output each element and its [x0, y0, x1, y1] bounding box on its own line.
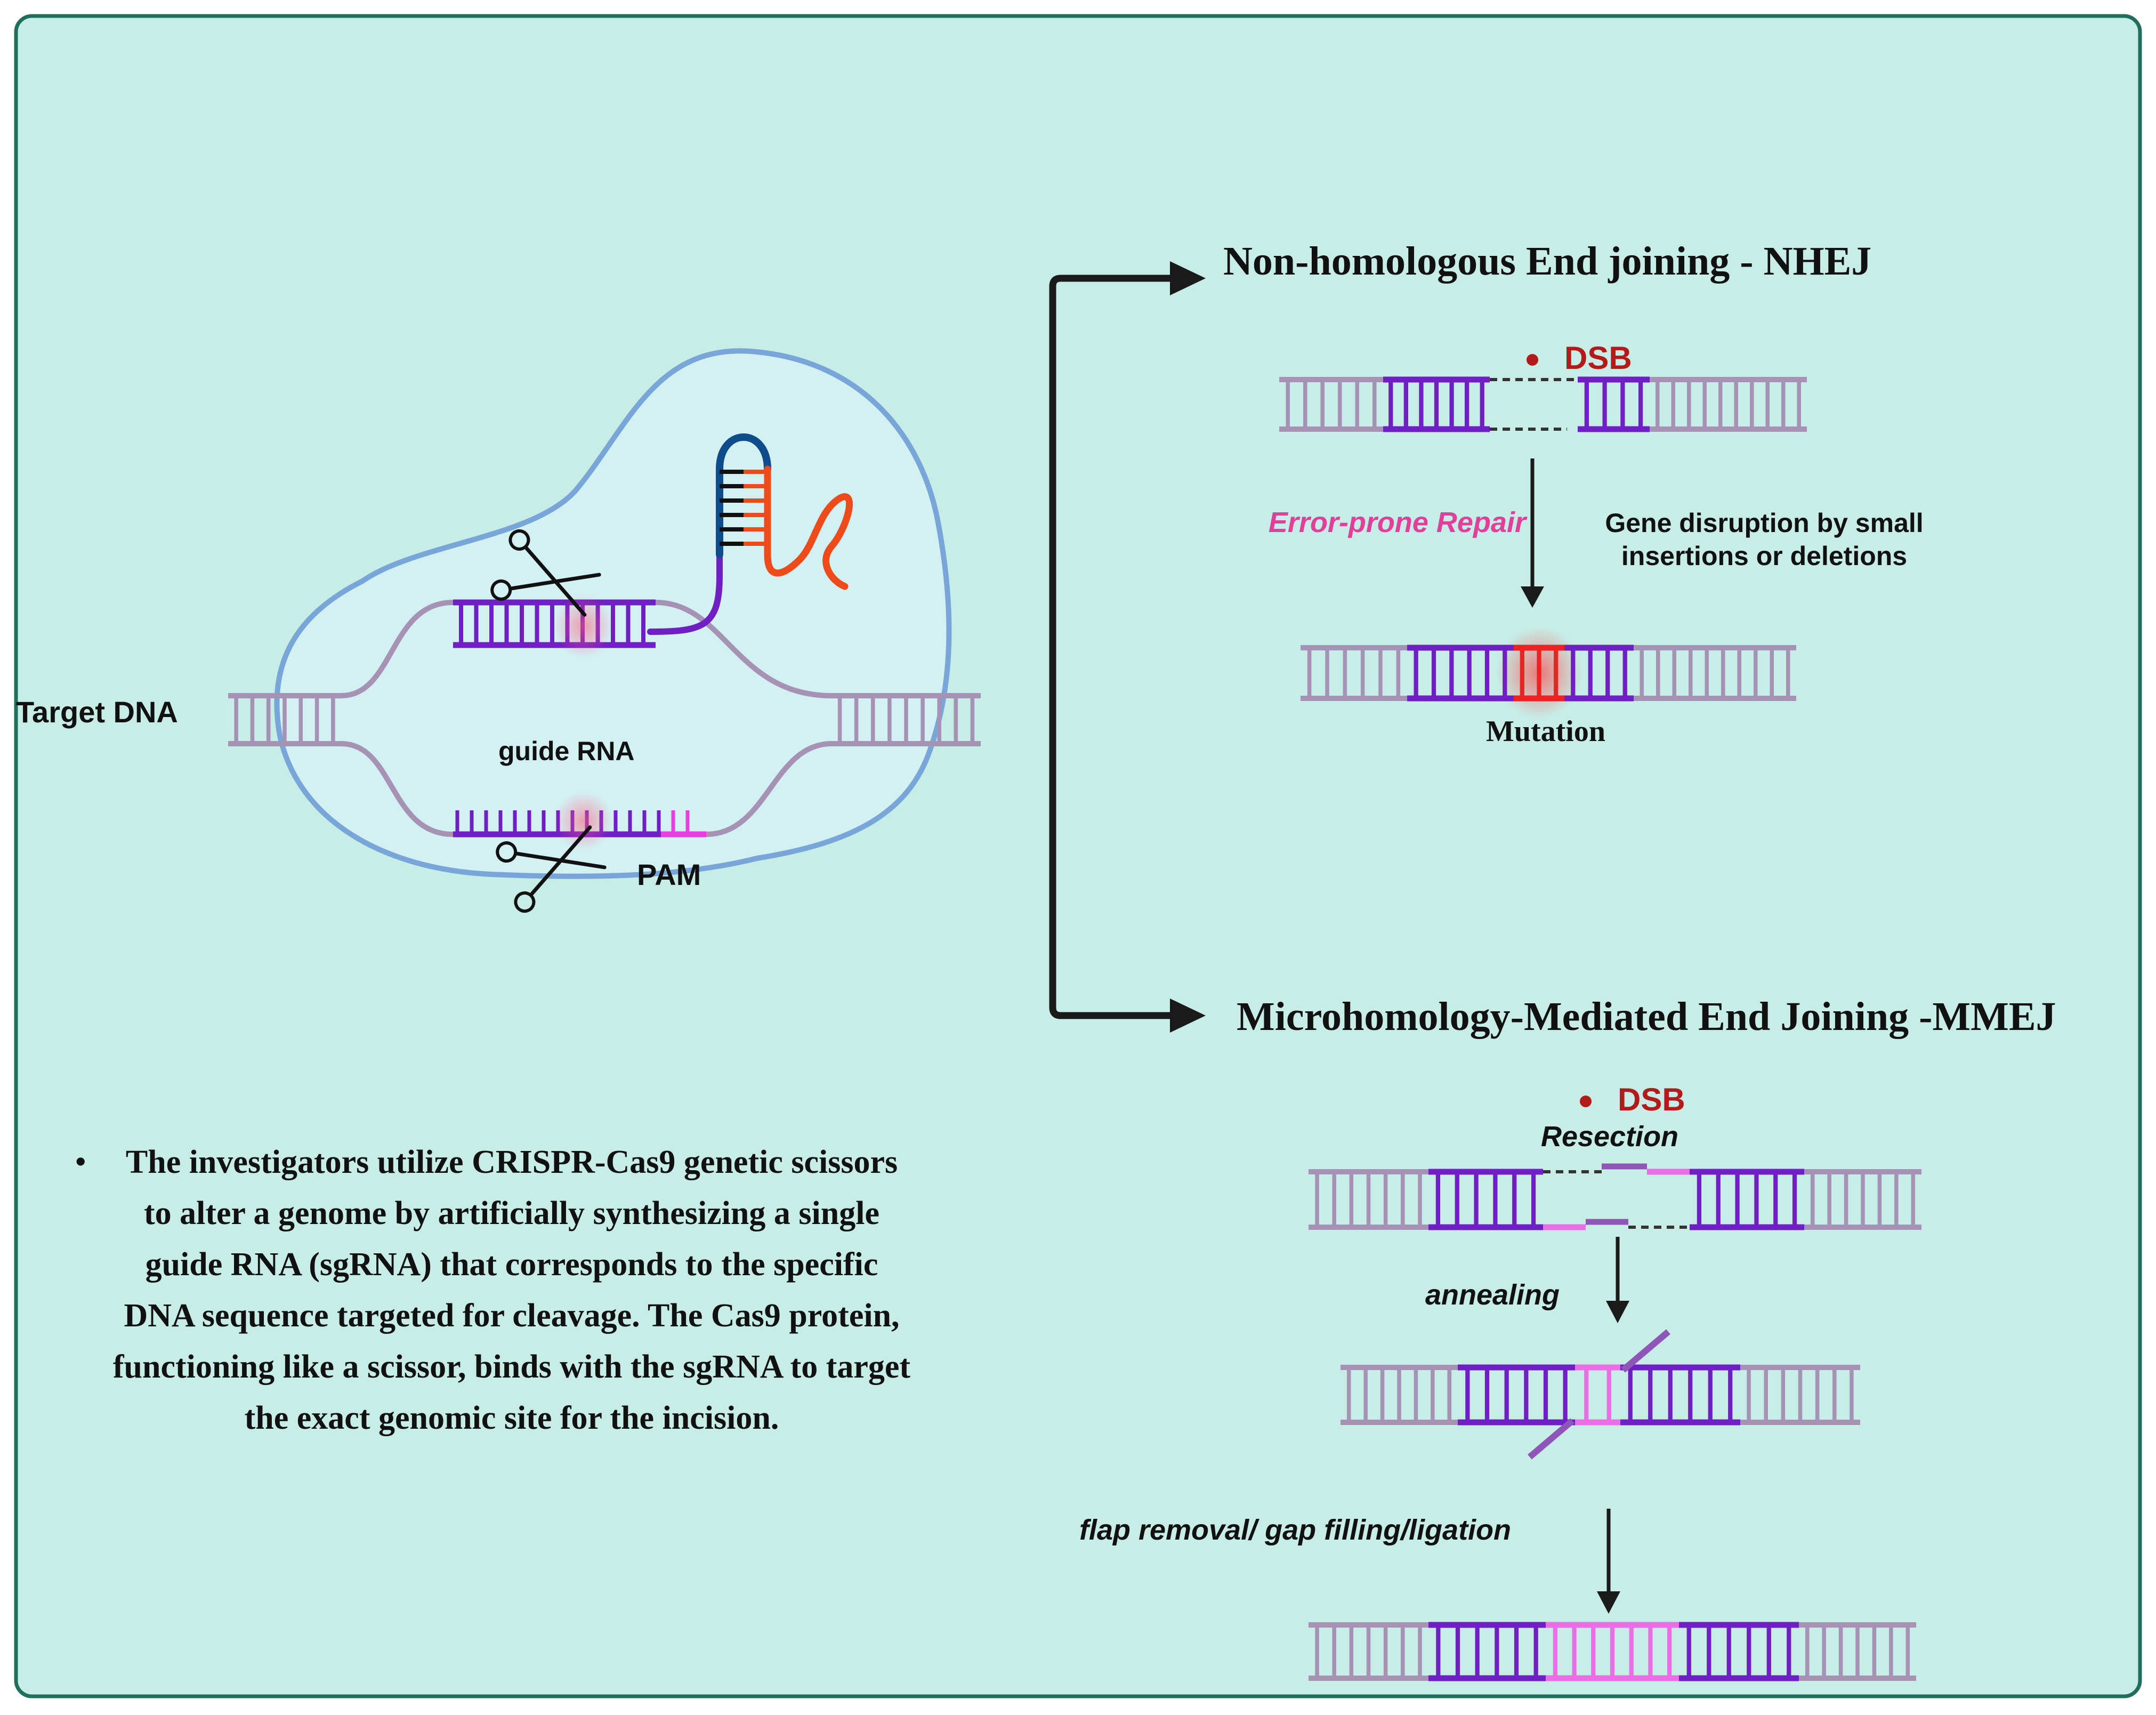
scissors-handle: [514, 891, 536, 913]
sgrna-tail: [764, 465, 853, 590]
gene-disruption-label: Gene disruption by small: [1605, 508, 1923, 538]
target-dna-label: Target DNA: [16, 695, 178, 729]
guide-rna-label: guide RNA: [498, 736, 635, 766]
cleavage-glow-top: [554, 594, 613, 658]
mmej-annealed-dna: [1341, 1329, 1860, 1460]
description-block: • The investigators utilize CRISPR-Cas9 …: [75, 1142, 910, 1436]
nhej-dsb-label: DSB: [1564, 340, 1632, 376]
description-line: The investigators utilize CRISPR-Cas9 ge…: [126, 1144, 898, 1180]
flap-strand: [1528, 1418, 1574, 1460]
cleavage-glow-bottom: [554, 792, 613, 850]
cas9-complex: [228, 348, 981, 913]
sgrna-hairpin-loop: [716, 433, 771, 558]
dna-strand: [341, 600, 454, 698]
nhej-dsb-dot: [1527, 354, 1538, 366]
mmej-dsb-label: DSB: [1618, 1082, 1685, 1117]
nhej-broken-dna: [1279, 376, 1807, 432]
dna-strand: [655, 600, 832, 698]
branch-line: [1049, 275, 1189, 1019]
sgrna-stem-line: [647, 543, 723, 635]
description-line: guide RNA (sgRNA) that corresponds to th…: [146, 1246, 878, 1283]
sgrna-hairpin-stem: [720, 470, 768, 546]
description-line: functioning like a scissor, binds with t…: [113, 1349, 911, 1385]
dna-strand: [341, 741, 454, 837]
nhej-repaired-dna: [1301, 645, 1796, 702]
error-prone-repair-label: Error-prone Repair: [1269, 506, 1528, 538]
scissors-shape: [490, 529, 601, 617]
scissors-handle: [490, 579, 512, 601]
description-bullet: •: [75, 1142, 86, 1180]
mmej-dsb-dot: [1580, 1096, 1592, 1107]
nhej-title: Non-homologous End joining - NHEJ: [1223, 239, 1871, 284]
resection-label: Resection: [1541, 1121, 1678, 1153]
dna-strand: [706, 741, 832, 837]
scissors-icon: [496, 825, 607, 913]
arrow-icon: [1597, 1591, 1620, 1614]
gene-disruption-label: insertions or deletions: [1621, 541, 1907, 571]
arrow-icon: [1170, 261, 1206, 295]
scissors-shape: [496, 825, 607, 913]
scissors-blade: [510, 573, 601, 591]
arrow-icon: [1521, 586, 1544, 608]
flap-strand: [1621, 1329, 1670, 1373]
description-line: DNA sequence targeted for cleavage. The …: [124, 1298, 899, 1334]
description-line: the exact genomic site for the incision.: [245, 1400, 779, 1436]
scissors-handle: [496, 841, 518, 863]
mutation-label: Mutation: [1486, 715, 1605, 748]
mmej-repaired-dna: [1309, 1622, 1916, 1681]
pam-label: PAM: [637, 858, 701, 891]
arrow-icon: [1170, 999, 1206, 1033]
scissors-blade: [530, 825, 592, 896]
background-panel: [14, 14, 2142, 1698]
description-line: to alter a genome by artificially synthe…: [144, 1195, 879, 1231]
mmej-title: Microhomology-Mediated End Joining -MMEJ: [1237, 994, 2056, 1039]
mmej-resected-dna: [1309, 1163, 1921, 1230]
scissors-handle: [508, 529, 530, 551]
scissors-icon: [490, 529, 601, 617]
branch-arrows: [1049, 261, 1206, 1033]
flap-removal-label: flap removal/ gap filling/ligation: [1079, 1514, 1511, 1546]
annealing-label: annealing: [1425, 1279, 1560, 1311]
arrow-icon: [1606, 1301, 1629, 1323]
